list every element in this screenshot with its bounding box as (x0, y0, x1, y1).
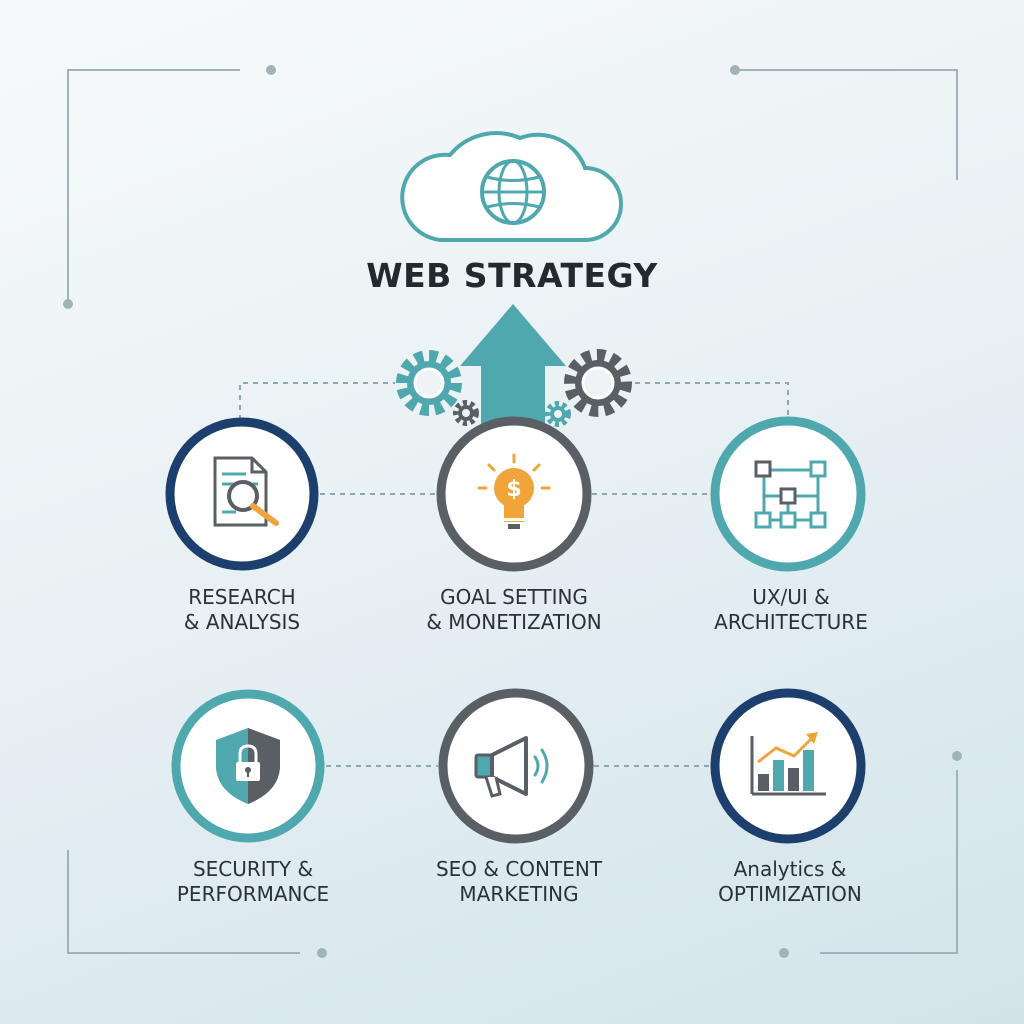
cloud-globe-icon (400, 131, 623, 242)
label-line-2: & MONETIZATION (426, 610, 602, 634)
label-goal: GOAL SETTING & MONETIZATION (384, 585, 644, 635)
label-line-2: MARKETING (459, 882, 579, 906)
up-arrow-icon (460, 304, 566, 430)
node-research (165, 417, 319, 571)
label-line-1: Analytics & (733, 857, 847, 881)
connector-lines (239, 382, 789, 767)
label-research: RESEARCH & ANALYSIS (112, 585, 372, 635)
megaphone-icon (474, 736, 549, 798)
label-security: SECURITY & PERFORMANCE (123, 857, 383, 907)
document-magnifier-icon (213, 456, 279, 527)
label-ux: UX/UI & ARCHITECTURE (661, 585, 921, 635)
bar-chart-trend-icon (750, 732, 826, 796)
label-analytics: Analytics & OPTIMIZATION (660, 857, 920, 907)
label-line-2: ARCHITECTURE (714, 610, 868, 634)
diagram-title: WEB STRATEGY (366, 256, 658, 295)
label-line-1: SEO & CONTENT (435, 857, 603, 881)
gear-icon (396, 349, 632, 427)
node-security (171, 689, 325, 843)
label-line-2: OPTIMIZATION (718, 882, 862, 906)
svg-text:$: $ (506, 477, 521, 502)
label-line-1: GOAL SETTING (440, 585, 588, 609)
label-line-1: SECURITY & (192, 857, 314, 881)
sitemap-icon (754, 460, 827, 529)
corner-frame (63, 65, 962, 958)
node-goal: $ (436, 416, 592, 572)
shield-lock-icon (216, 728, 280, 804)
label-line-2: PERFORMANCE (176, 882, 330, 906)
lightbulb-dollar-icon: $ (477, 453, 551, 529)
node-seo (438, 688, 594, 844)
label-line-1: UX/UI & (752, 585, 830, 609)
label-seo: SEO & CONTENT MARKETING (389, 857, 649, 907)
node-ux (710, 416, 866, 572)
label-line-1: RESEARCH (188, 585, 296, 609)
label-line-2: & ANALYSIS (183, 610, 301, 634)
node-analytics (710, 688, 866, 844)
